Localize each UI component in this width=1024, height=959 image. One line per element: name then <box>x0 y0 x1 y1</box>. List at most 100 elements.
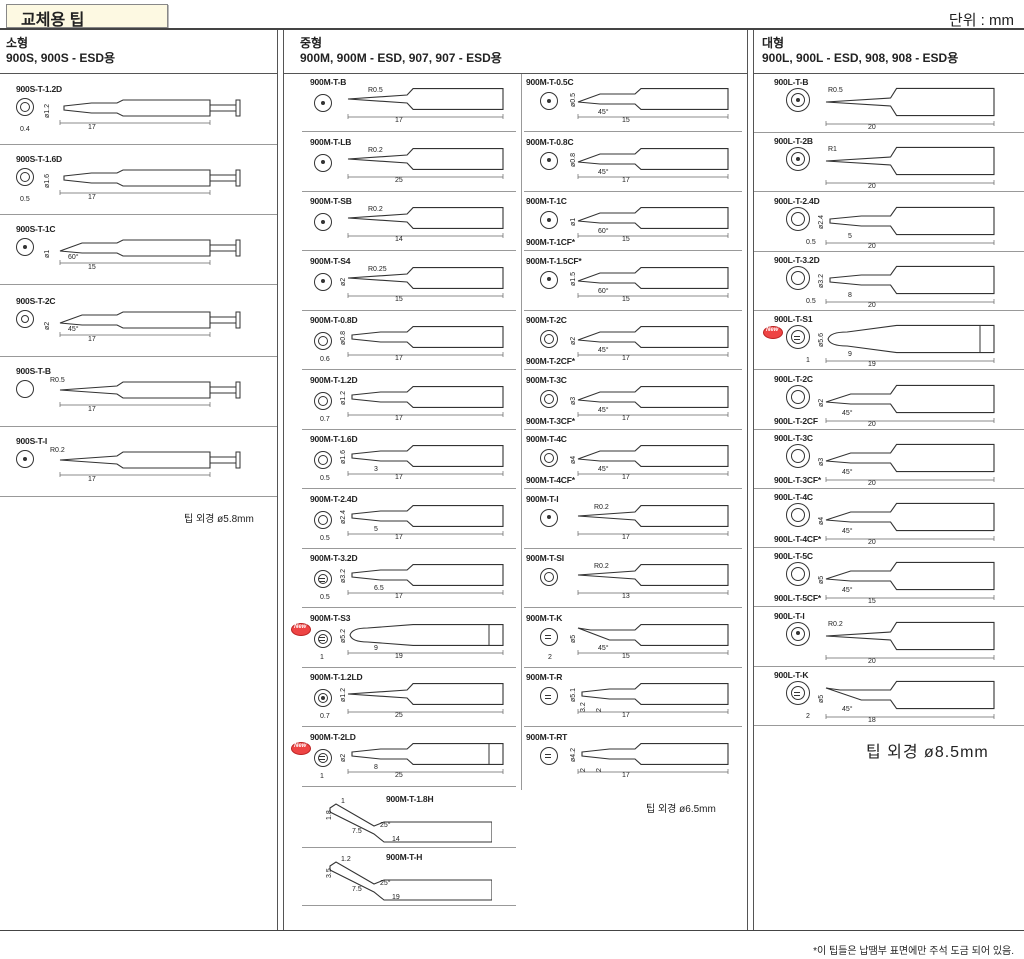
medium-bent-tip-1-a: 1.2 <box>341 856 351 863</box>
small-tip-4-drawing-shaft <box>210 381 241 399</box>
medium-right-tip-9-label: 900M-T-K <box>526 612 563 623</box>
medium-left-tip-1-end-icon <box>314 153 332 172</box>
large-tip-9-drawing-outline <box>825 621 995 650</box>
unit-label: 단위 : mm <box>948 12 1014 29</box>
medium-left-tip-4-length: 17 <box>395 355 403 362</box>
small-tip-3-angle: 45° <box>68 326 79 333</box>
small-tip-1-drawing <box>59 169 241 195</box>
small-tip-3-end-icon-inner <box>21 315 29 323</box>
large-tip-1-end-icon-dot <box>795 156 800 161</box>
large-tip-9-label: 900L-T-I <box>774 610 805 621</box>
medium-left-tip-6-end-icon <box>314 451 332 469</box>
small-tip-0-drawing-outline <box>63 99 211 117</box>
large-tip-6-diameter: ø3 <box>818 457 825 466</box>
medium-left-tip-11-drawing-dim-line <box>347 768 504 774</box>
medium-right-tip-2-angle: 60° <box>598 228 609 235</box>
large-tip-7-drawing <box>825 502 995 542</box>
large-tip-2-drawing-outline <box>829 206 995 235</box>
medium-right-tip-9-thickness: 2 <box>548 653 552 661</box>
medium-left-tip-4-drawing <box>347 326 504 357</box>
large-tip-0-end-icon-dot <box>795 97 800 102</box>
small-tip-4-drawing <box>59 381 241 407</box>
medium-left-tip-0-drawing-dim-line <box>347 114 504 119</box>
large-tip-2-tip-length: 5 <box>848 232 852 240</box>
medium-right-tip-10-diameter: ø5.1 <box>570 687 577 702</box>
medium-right-tip-5-drawing-dim-line <box>577 411 729 417</box>
medium-right-tip-8-drawing-dim-line <box>577 590 729 595</box>
small-tip-0-length: 17 <box>88 124 96 131</box>
medium-left-tip-3-rule <box>302 309 516 311</box>
medium-bent-tip-1-rule <box>302 905 516 906</box>
small-tip-0-end-icon <box>16 98 34 116</box>
medium-bent-tip-1-angle: 25° <box>380 880 391 887</box>
large-tip-3-tip-length: 8 <box>848 291 852 299</box>
medium-right-tip-6-drawing-dim-line <box>577 471 729 476</box>
small-tip-4-drawing-outline <box>59 381 211 399</box>
medium-left-tip-6-tip-length: 3 <box>374 466 378 473</box>
small-tip-1-rule <box>0 214 277 215</box>
medium-right-tip-2-end-icon-dot <box>546 217 551 222</box>
medium-right-tip-2-length: 15 <box>622 236 630 243</box>
medium-right-tip-6-drawing-outline <box>577 445 729 467</box>
small-tip-1-label: 900S-T-1.6D <box>16 154 62 164</box>
section-small-name: 소형 <box>6 36 29 50</box>
large-tip-8-end-icon-inner <box>791 567 805 582</box>
small-tip-5-drawing-shaft <box>210 451 241 469</box>
small-tip-2-drawing-shaft <box>210 239 241 257</box>
medium-outer-diameter-note: 팁 외경 ø6.5mm <box>646 804 716 815</box>
small-tip-2-angle: 60° <box>68 254 79 261</box>
large-tip-2-length: 20 <box>868 242 876 250</box>
large-tip-10-drawing-dim-line <box>825 714 995 719</box>
medium-right-tip-2-label: 900M-T-1C <box>526 196 567 206</box>
medium-right-tip-5-end-icon-inner <box>544 393 554 404</box>
large-tip-2-label: 900L-T-2.4D <box>774 195 820 206</box>
medium-inner-divider <box>521 74 522 790</box>
medium-right-tip-10-slot-width: 2 <box>596 708 603 712</box>
medium-left-tip-3-drawing-dim-line <box>347 292 504 298</box>
medium-left-tip-10-end-icon-inner <box>318 693 328 703</box>
small-tip-3-drawing-shaft <box>210 311 241 329</box>
large-tip-0-length: 20 <box>868 124 876 131</box>
large-tip-8-drawing-dim-line <box>825 595 995 601</box>
medium-left-tip-10-label: 900M-T-1.2LD <box>310 672 363 682</box>
medium-right-tip-11-slot-depth: 2 <box>580 767 587 772</box>
medium-left-tip-2-length: 14 <box>395 236 403 243</box>
medium-right-tip-9-drawing <box>577 623 729 655</box>
medium-left-tip-3-end-icon <box>314 272 332 291</box>
large-tip-1-rule <box>754 191 1024 193</box>
medium-left-tip-5-end-icon <box>314 391 332 410</box>
medium-right-tip-3-length: 15 <box>622 295 630 303</box>
small-tip-5-label: 900S-T-I <box>16 436 47 446</box>
small-tip-5-drawing-outline <box>59 451 211 469</box>
page-title-box: 교체용 팁 <box>6 4 168 29</box>
medium-left-tip-0-drawing-outline <box>347 88 504 110</box>
medium-left-tip-5-length: 17 <box>395 414 403 422</box>
medium-left-tip-3-end-icon-dot <box>320 279 325 283</box>
small-tip-0-rule <box>0 144 277 145</box>
medium-right-tip-0-angle: 45° <box>598 109 609 116</box>
footer-note: *이 팁들은 납땜부 표면에만 주석 도금 되어 있음. <box>813 946 1014 957</box>
medium-right-tip-0-rule <box>524 131 742 132</box>
section-medium-header: 중형 900M, 900M - ESD, 907, 907 - ESD용 <box>300 36 502 66</box>
section-large-header: 대형 900L, 900L - ESD, 908, 908 - ESD용 <box>762 36 958 66</box>
large-tip-8-label: 900L-T-5C <box>774 551 813 562</box>
medium-left-tip-11-length: 25 <box>395 771 403 779</box>
large-tip-9-end-icon-inner <box>791 626 805 641</box>
medium-left-tip-5-label: 900M-T-1.2D <box>310 374 358 385</box>
large-tip-10-thickness: 2 <box>806 713 810 720</box>
medium-right-tip-11-label: 900M-T-RT <box>526 731 568 742</box>
medium-right-tip-3-label: 900M-T-1.5CF* <box>526 255 582 266</box>
medium-left-tip-0-label: 900M-T-B <box>310 77 347 87</box>
medium-right-tip-10-drawing-dim-line <box>577 709 729 714</box>
medium-right-tip-5-angle: 45° <box>598 406 609 414</box>
medium-right-tip-11-drawing <box>577 742 729 774</box>
medium-right-tip-5-rule <box>524 428 742 430</box>
large-tip-8-end-icon <box>786 562 810 587</box>
large-tip-8-drawing-outline <box>825 562 995 591</box>
medium-left-tip-4-end-icon <box>314 332 332 350</box>
medium-bent-tip-1-label: 900M-T-H <box>386 852 423 862</box>
medium-left-tip-6-drawing-dim-line <box>347 471 504 476</box>
medium-right-tip-5-sub-label: 900M-T-3CF* <box>526 415 575 426</box>
medium-left-tip-7-label: 900M-T-2.4D <box>310 493 358 504</box>
medium-right-tip-1-rule <box>524 190 742 192</box>
